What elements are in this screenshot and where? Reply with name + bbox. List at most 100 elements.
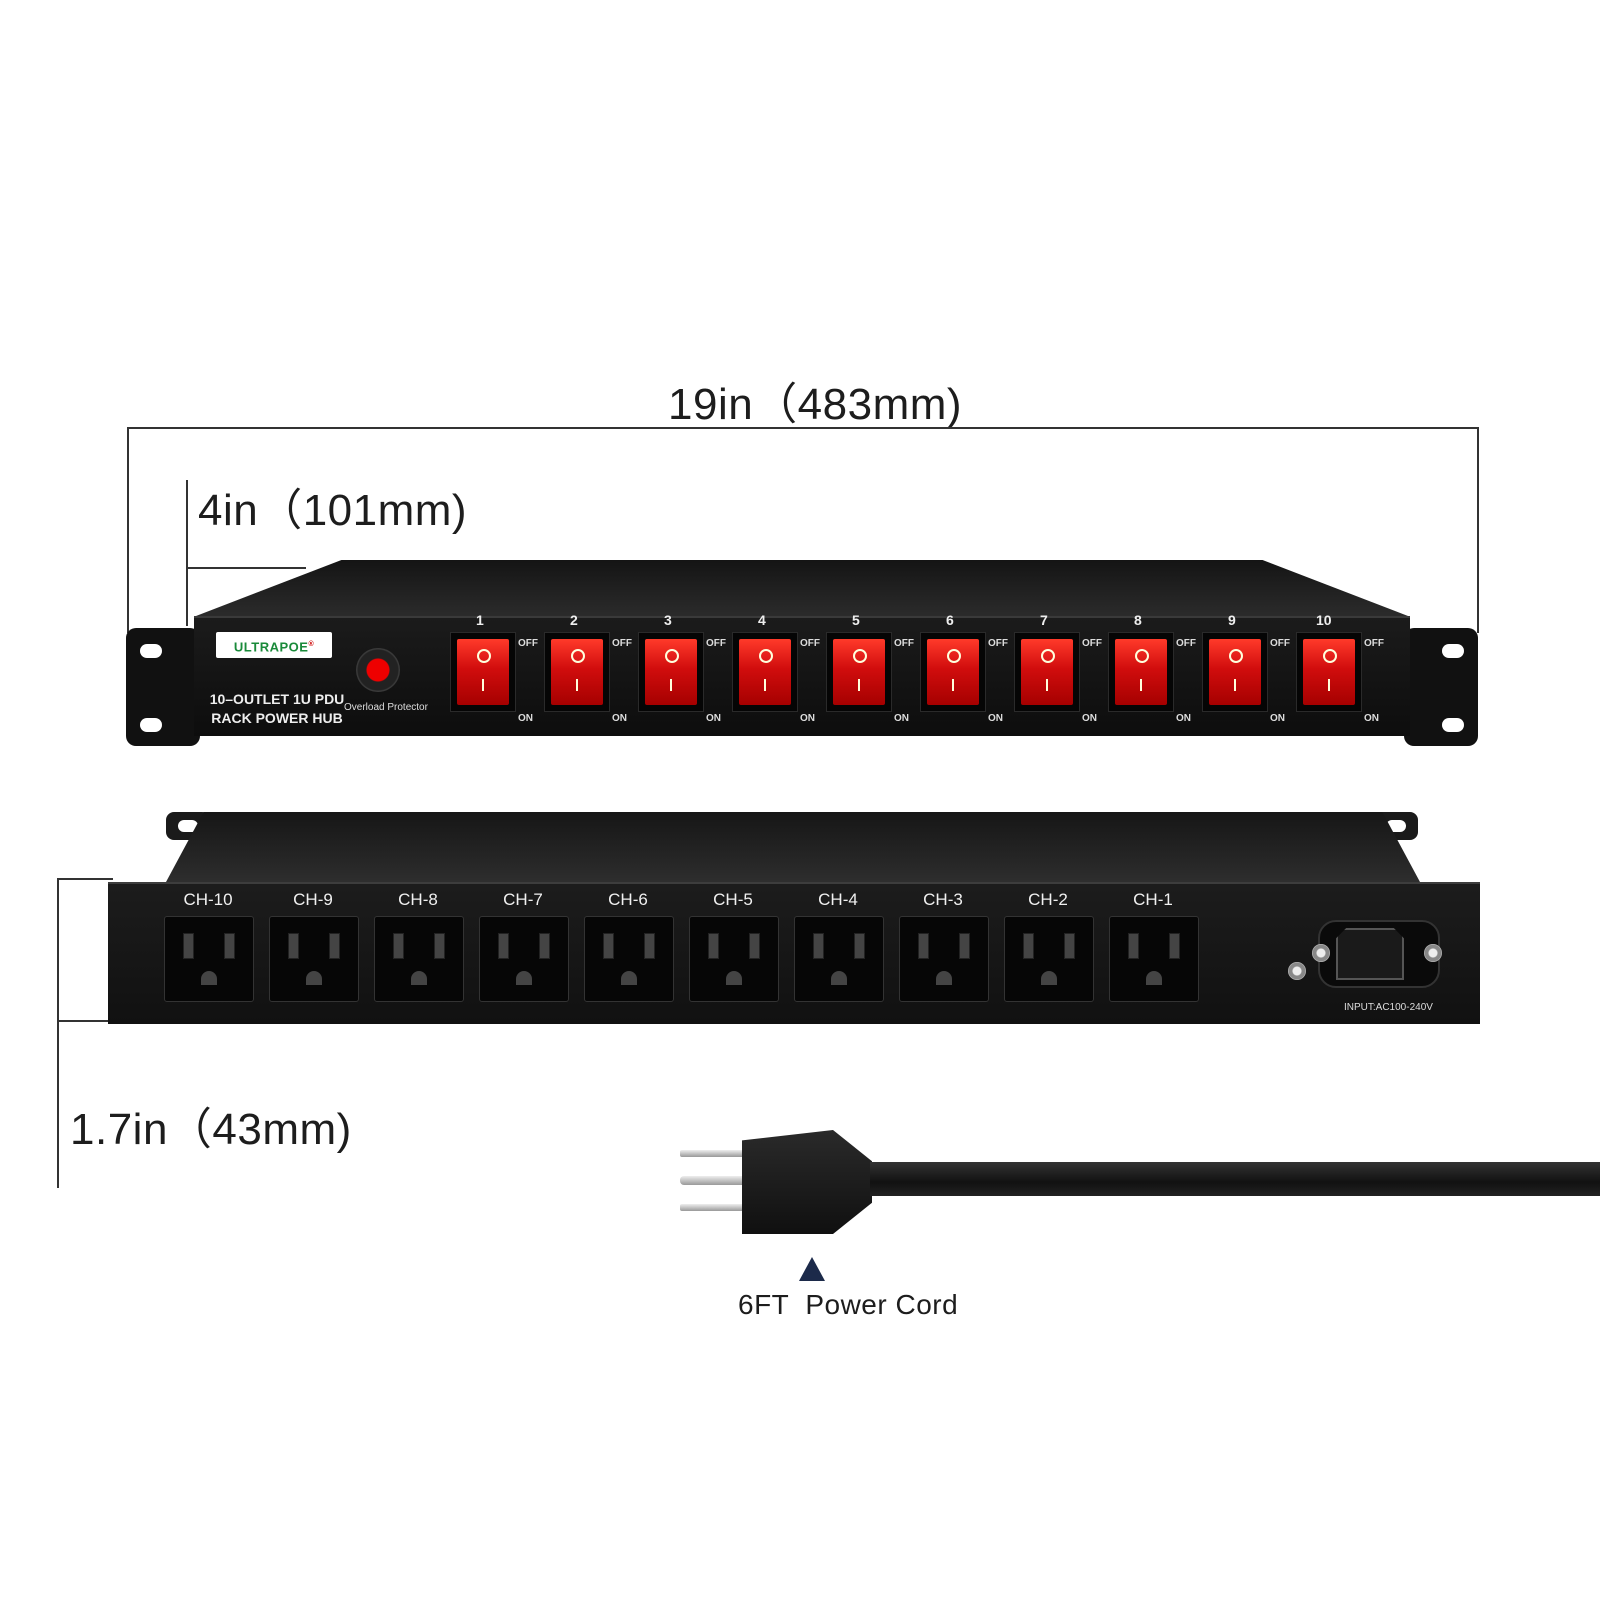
channel-label: CH-2 bbox=[1028, 890, 1068, 909]
chassis-top bbox=[196, 560, 1408, 616]
on-symbol-icon bbox=[1234, 679, 1236, 691]
depth-dimension-line bbox=[186, 480, 188, 626]
switch-rocker[interactable] bbox=[551, 639, 603, 705]
inlet-screw-icon bbox=[1424, 944, 1442, 962]
switch-off-label: OFF bbox=[518, 638, 538, 649]
channel-label: CH-4 bbox=[818, 890, 858, 909]
switch-bezel bbox=[450, 632, 516, 712]
on-symbol-icon bbox=[858, 679, 860, 691]
switch-rocker[interactable] bbox=[1303, 639, 1355, 705]
rocker-switch-4[interactable]: 4 OFF ON bbox=[728, 612, 820, 736]
height-dimension-label: 1.7in（43mm) bbox=[70, 1105, 352, 1154]
nema-outlet-icon[interactable] bbox=[899, 916, 989, 1002]
rocker-switch-3[interactable]: 3 OFF ON bbox=[634, 612, 726, 736]
outlet-ch-10[interactable]: CH-10 bbox=[164, 884, 254, 1004]
outlet-ch-6[interactable]: CH-6 bbox=[584, 884, 674, 1004]
switch-number: 2 bbox=[570, 612, 578, 628]
switch-on-label: ON bbox=[706, 713, 721, 724]
switch-rocker[interactable] bbox=[457, 639, 509, 705]
rocker-switch-7[interactable]: 7 OFF ON bbox=[1010, 612, 1102, 736]
switch-number: 4 bbox=[758, 612, 766, 628]
switch-rocker[interactable] bbox=[927, 639, 979, 705]
switch-off-label: OFF bbox=[1082, 638, 1102, 649]
outlet-slot bbox=[288, 933, 299, 959]
outlet-ch-4[interactable]: CH-4 bbox=[794, 884, 884, 1004]
channel-label: CH-7 bbox=[503, 890, 543, 909]
on-symbol-icon bbox=[764, 679, 766, 691]
nema-outlet-icon[interactable] bbox=[374, 916, 464, 1002]
switch-on-label: ON bbox=[1270, 713, 1285, 724]
nema-outlet-icon[interactable] bbox=[794, 916, 884, 1002]
switch-rocker[interactable] bbox=[1209, 639, 1261, 705]
ac-power-inlet[interactable] bbox=[1298, 920, 1448, 990]
nema-outlet-icon[interactable] bbox=[689, 916, 779, 1002]
off-symbol-icon bbox=[665, 649, 679, 663]
outlet-ch-3[interactable]: CH-3 bbox=[899, 884, 989, 1004]
outlet-slot bbox=[539, 933, 550, 959]
outlet-slot bbox=[644, 933, 655, 959]
switch-bezel bbox=[1014, 632, 1080, 712]
channel-label: CH-6 bbox=[608, 890, 648, 909]
plug-icon bbox=[742, 1130, 872, 1234]
cord-cable bbox=[870, 1162, 1600, 1196]
outlet-ground bbox=[1041, 971, 1057, 985]
off-symbol-icon bbox=[1041, 649, 1055, 663]
switch-bezel bbox=[638, 632, 704, 712]
overload-protector-button[interactable] bbox=[356, 648, 400, 692]
mounting-hole bbox=[1442, 718, 1464, 732]
mounting-hole bbox=[140, 644, 162, 658]
outlet-ch-2[interactable]: CH-2 bbox=[1004, 884, 1094, 1004]
outlet-ground bbox=[1146, 971, 1162, 985]
mounting-hole bbox=[140, 718, 162, 732]
on-symbol-icon bbox=[1046, 679, 1048, 691]
outlet-ch-9[interactable]: CH-9 bbox=[269, 884, 359, 1004]
channel-label: CH-8 bbox=[398, 890, 438, 909]
switch-bezel bbox=[544, 632, 610, 712]
mounting-hole bbox=[178, 820, 198, 832]
nema-outlet-icon[interactable] bbox=[164, 916, 254, 1002]
switch-rocker[interactable] bbox=[1021, 639, 1073, 705]
rocker-switch-2[interactable]: 2 OFF ON bbox=[540, 612, 632, 736]
outlet-ground bbox=[411, 971, 427, 985]
on-symbol-icon bbox=[576, 679, 578, 691]
switch-rocker[interactable] bbox=[833, 639, 885, 705]
channel-label: CH-3 bbox=[923, 890, 963, 909]
switch-number: 3 bbox=[664, 612, 672, 628]
power-cord-label: 6FT Power Cord bbox=[738, 1289, 959, 1320]
switch-number: 1 bbox=[476, 612, 484, 628]
switch-off-label: OFF bbox=[894, 638, 914, 649]
off-symbol-icon bbox=[853, 649, 867, 663]
pdu-front-view: ULTRAPOE® 10–OUTLET 1U PDU RACK POWER HU… bbox=[126, 560, 1478, 750]
switch-on-label: ON bbox=[518, 713, 533, 724]
outlet-slot bbox=[498, 933, 509, 959]
nema-outlet-icon[interactable] bbox=[1109, 916, 1199, 1002]
outlet-ch-5[interactable]: CH-5 bbox=[689, 884, 779, 1004]
brand-logo: ULTRAPOE® bbox=[216, 632, 332, 658]
nema-outlet-icon[interactable] bbox=[479, 916, 569, 1002]
mounting-hole bbox=[1442, 644, 1464, 658]
channel-label: CH-5 bbox=[713, 890, 753, 909]
off-symbol-icon bbox=[571, 649, 585, 663]
rocker-switch-9[interactable]: 9 OFF ON bbox=[1198, 612, 1290, 736]
switch-rocker[interactable] bbox=[739, 639, 791, 705]
rocker-switch-8[interactable]: 8 OFF ON bbox=[1104, 612, 1196, 736]
nema-outlet-icon[interactable] bbox=[1004, 916, 1094, 1002]
switch-rocker[interactable] bbox=[1115, 639, 1167, 705]
rocker-switch-5[interactable]: 5 OFF ON bbox=[822, 612, 914, 736]
switch-rocker[interactable] bbox=[645, 639, 697, 705]
outlet-ch-1[interactable]: CH-1 bbox=[1109, 884, 1199, 1004]
switch-off-label: OFF bbox=[1270, 638, 1290, 649]
outlet-slot bbox=[1128, 933, 1139, 959]
switch-off-label: OFF bbox=[800, 638, 820, 649]
nema-outlet-icon[interactable] bbox=[584, 916, 674, 1002]
outlet-ch-7[interactable]: CH-7 bbox=[479, 884, 569, 1004]
outlet-ch-8[interactable]: CH-8 bbox=[374, 884, 464, 1004]
rocker-switch-6[interactable]: 6 OFF ON bbox=[916, 612, 1008, 736]
outlet-slot bbox=[854, 933, 865, 959]
outlet-slot bbox=[813, 933, 824, 959]
switch-bezel bbox=[920, 632, 986, 712]
rocker-switch-10[interactable]: 10 OFF ON bbox=[1292, 612, 1384, 736]
rocker-switch-1[interactable]: 1 OFF ON bbox=[446, 612, 538, 736]
nema-outlet-icon[interactable] bbox=[269, 916, 359, 1002]
switch-off-label: OFF bbox=[1364, 638, 1384, 649]
